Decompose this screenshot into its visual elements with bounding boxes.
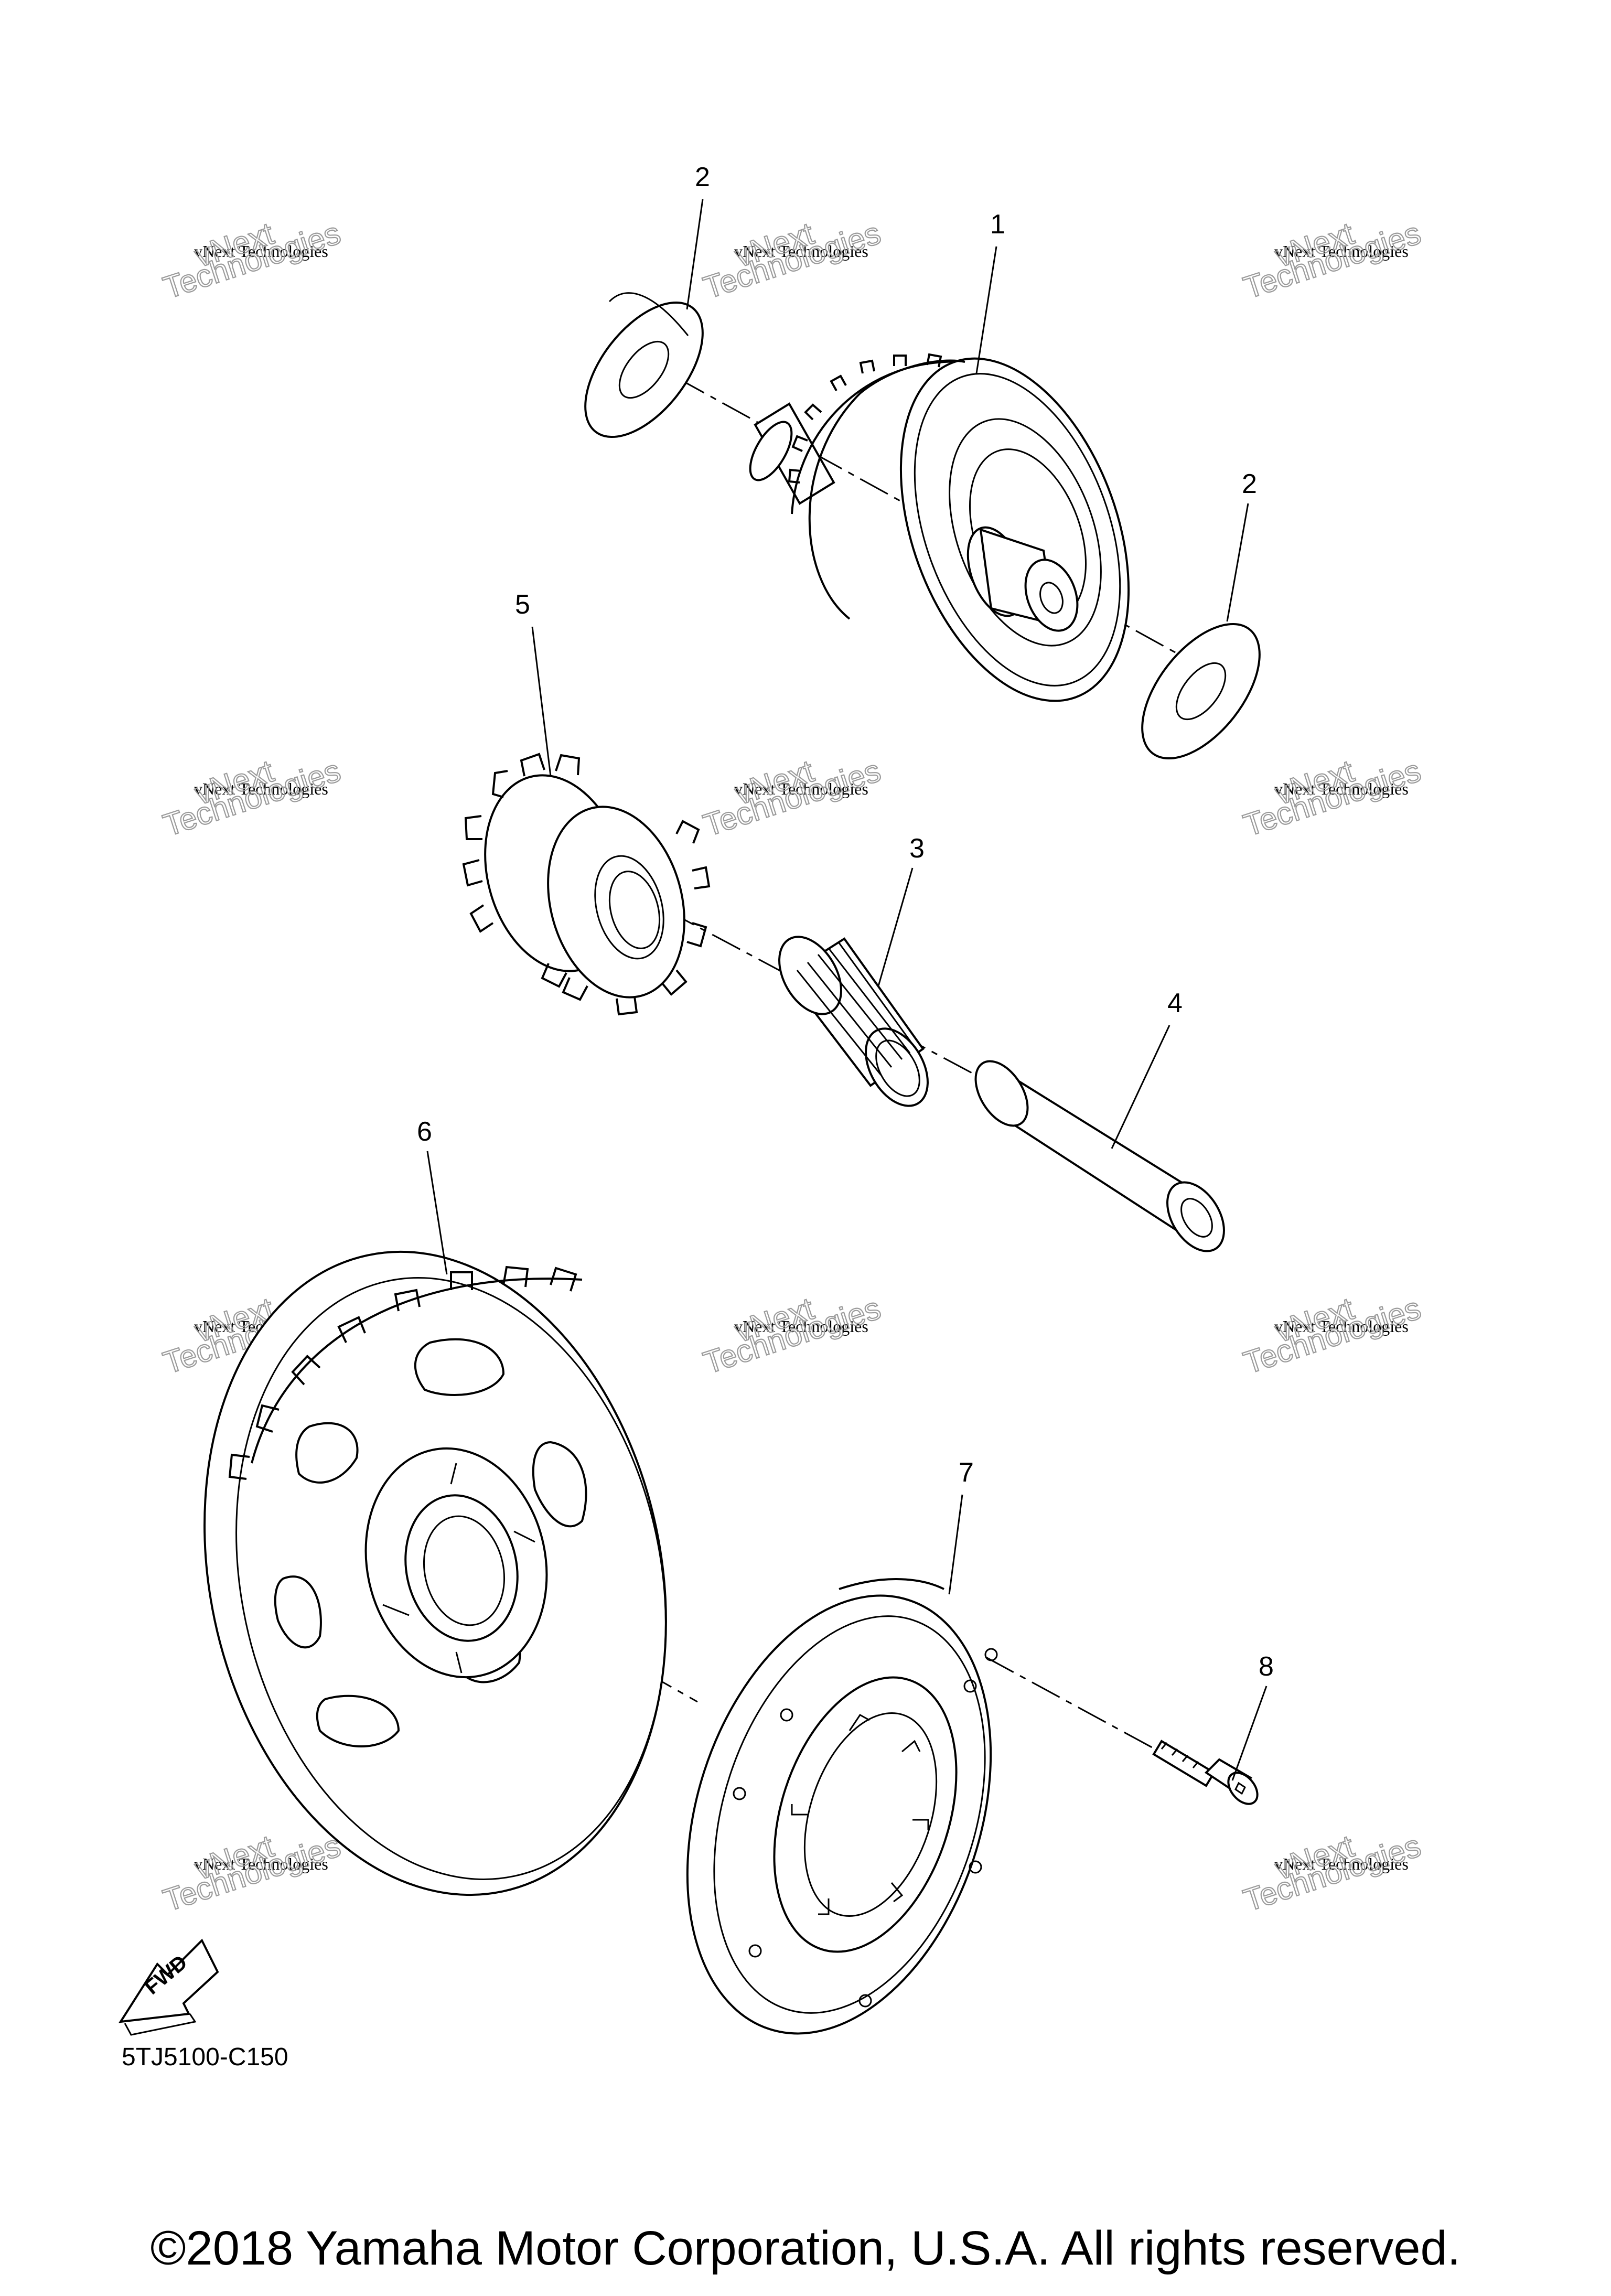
- fwd-arrow-icon: FWD: [119, 1938, 219, 2036]
- watermark: vNext Technologies vNext Technologies: [158, 752, 345, 843]
- watermark: vNext Technologies vNext Technologies: [699, 214, 885, 306]
- callouts: 2 1 2 5 3 4 6 7 8: [417, 162, 1274, 1682]
- svg-text:vNext Technologies: vNext Technologies: [734, 1317, 868, 1336]
- callout-7: 7: [959, 1457, 974, 1488]
- copyright-notice: ©2018 Yamaha Motor Corporation, U.S.A. A…: [150, 2222, 1461, 2275]
- one-way-clutch-part-7: [686, 1578, 998, 2035]
- watermark: vNext Technologies vNext Technologies: [1239, 1827, 1425, 1918]
- watermark: vNext Technologies vNext Technologies: [158, 1827, 345, 1918]
- washer-part-2-right: [1141, 623, 1261, 760]
- callout-5: 5: [515, 589, 530, 620]
- needle-bearing-part-3: [778, 936, 929, 1107]
- svg-text:vNext Technologies: vNext Technologies: [194, 1854, 328, 1873]
- callout-2-right: 2: [1242, 469, 1257, 499]
- svg-text:vNext Technologies: vNext Technologies: [1274, 242, 1409, 261]
- callout-8: 8: [1259, 1651, 1274, 1682]
- large-gear-part-6: [203, 1250, 667, 1896]
- svg-text:vNext Technologies: vNext Technologies: [194, 779, 328, 798]
- svg-text:vNext Technologies: vNext Technologies: [734, 242, 868, 261]
- idler-gear-part-5: [462, 753, 711, 1016]
- svg-text:vNext Technologies: vNext Technologies: [1274, 1317, 1409, 1336]
- watermark: vNext Technologies vNext Technologies: [699, 752, 885, 843]
- watermark: vNext Technologies vNext Technologies: [158, 214, 345, 306]
- washer-part-2-top: [584, 292, 704, 438]
- watermark: vNext Technologies vNext Technologies: [1239, 1290, 1425, 1381]
- callout-1: 1: [990, 209, 1005, 240]
- bolt-part-8: [1152, 1740, 1259, 1805]
- watermark: vNext Technologies vNext Technologies: [1239, 752, 1425, 843]
- watermark: vNext Technologies vNext Technologies: [1239, 214, 1425, 306]
- svg-text:vNext Technologies: vNext Technologies: [1274, 1854, 1409, 1873]
- svg-text:vNext Technologies: vNext Technologies: [1274, 779, 1409, 798]
- clutch-assembly-part-1: [749, 353, 1130, 702]
- shaft-part-4: [974, 1060, 1225, 1252]
- diagram-code: 5TJ5100-C150: [122, 2043, 288, 2071]
- svg-text:vNext Technologies: vNext Technologies: [734, 779, 868, 798]
- callout-4: 4: [1167, 988, 1183, 1018]
- callout-6: 6: [417, 1117, 432, 1147]
- callout-2-top: 2: [695, 162, 710, 192]
- leader-lines: [426, 199, 1268, 1781]
- callout-3: 3: [909, 833, 925, 864]
- svg-text:vNext Technologies: vNext Technologies: [194, 242, 328, 261]
- watermark: vNext Technologies vNext Technologies: [699, 1290, 885, 1381]
